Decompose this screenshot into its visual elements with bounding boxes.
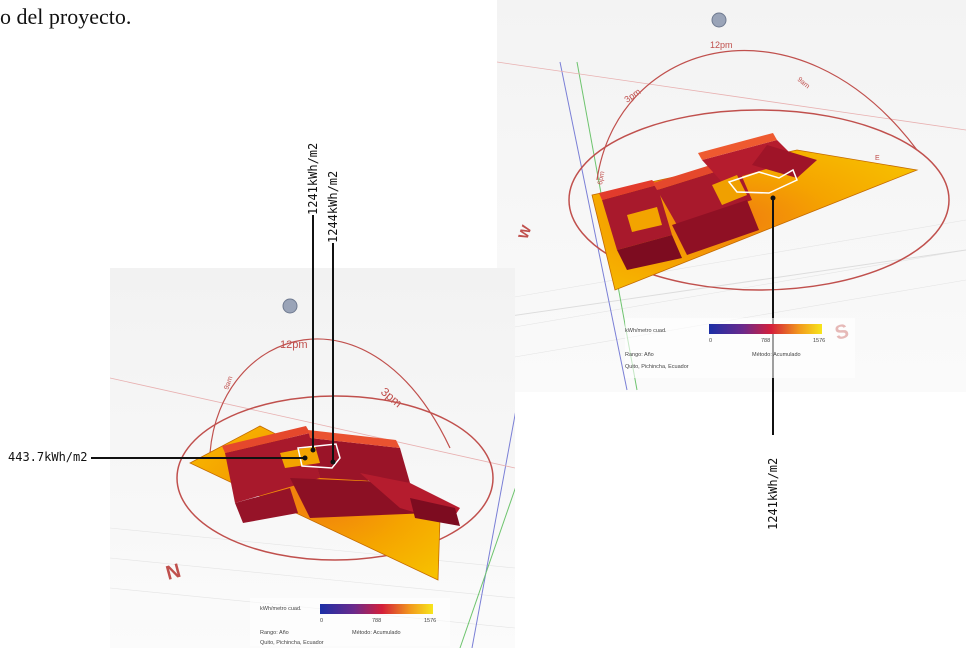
sun-arc-left — [209, 338, 451, 454]
axis-line-green-left — [459, 487, 515, 648]
buildings-block-left — [222, 426, 460, 526]
legend-method-left: Método: Acumulado — [352, 630, 401, 636]
label-12pm: 12pm — [710, 40, 733, 50]
label-9am-left: 9am — [223, 375, 234, 390]
sun-marker-left — [282, 298, 298, 314]
compass-west: W — [515, 222, 535, 241]
legend-range: Rango: Año — [625, 352, 654, 358]
callout-label-c2: 1244kWh/m2 — [326, 170, 340, 243]
sun-path-horizon-left — [176, 395, 494, 561]
legend-unit: kWh/metro cuad. — [625, 328, 667, 334]
legend-mid: 788 — [761, 338, 770, 344]
lot-outline-left — [297, 443, 341, 469]
label-12pm-left: 12pm — [280, 339, 308, 351]
label-6pm: 6pm — [597, 171, 606, 186]
callout-label-c3: 443.7kWh/m2 — [8, 450, 88, 464]
legend-min: 0 — [709, 338, 712, 344]
axis-line-blue — [559, 61, 628, 391]
legend-unit-left: kWh/metro cuad. — [260, 606, 302, 612]
callout-point-c1 — [310, 447, 316, 453]
legend-gradient-left — [320, 604, 433, 614]
callout-label-c1: 1241kWh/m2 — [306, 142, 320, 215]
legend-method: Método: Acumulado — [752, 352, 801, 358]
callout-point-c3 — [302, 455, 308, 461]
sun-path-horizon — [568, 109, 950, 291]
legend-location-left: Quito, Pichincha, Ecuador — [260, 640, 324, 646]
legend-max: 1576 — [813, 338, 825, 344]
sun-marker — [711, 12, 727, 28]
legend-right: kWh/metro cuad. 0 788 1576 Rango: Año Mé… — [625, 318, 855, 378]
buildings-block — [599, 133, 817, 270]
caption-text: o del proyecto. — [0, 4, 132, 29]
callout-label-c4: 1241kWh/m2 — [766, 457, 780, 530]
lot-outline — [727, 168, 798, 194]
legend-range-left: Rango: Año — [260, 630, 289, 636]
compass-east: E — [875, 155, 880, 162]
legend-gradient — [709, 324, 822, 334]
legend-left: kWh/metro cuad. 0 788 1576 Rango: Año Mé… — [250, 598, 450, 646]
legend-location: Quito, Pichincha, Ecuador — [625, 364, 689, 370]
legend-min-left: 0 — [320, 618, 323, 624]
legend-max-left: 1576 — [424, 618, 436, 624]
compass-north: N — [164, 560, 184, 585]
sun-arc — [596, 49, 918, 181]
callout-point-c2 — [330, 459, 336, 465]
axis-line-blue-left — [471, 412, 515, 648]
legend-mid-left: 788 — [372, 618, 381, 624]
radiation-diagram-right: 12pm 3pm 9am 6pm W S E kWh/metr — [497, 0, 966, 392]
